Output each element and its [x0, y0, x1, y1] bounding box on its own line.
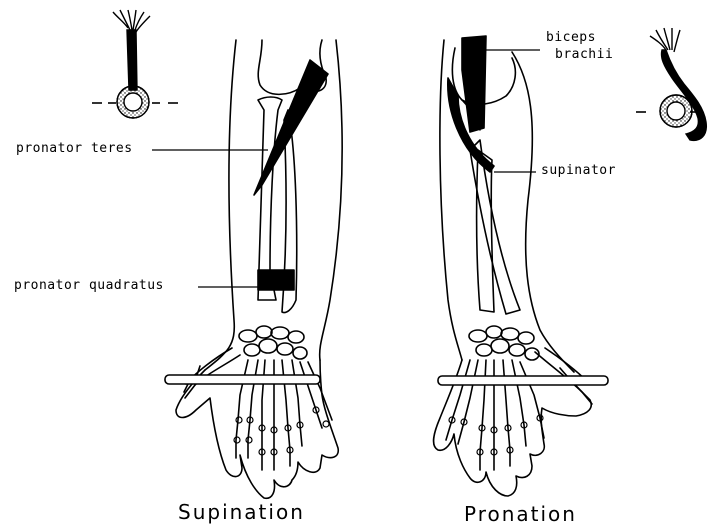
supination-inset [92, 10, 178, 118]
biceps-label-line1: biceps [546, 30, 596, 45]
pronation-caption: Pronation [464, 502, 577, 526]
pronation-rod [438, 376, 608, 385]
supination-caption: Supination [178, 500, 305, 524]
supination-arm [165, 40, 342, 498]
pronator-quadratus-muscle [258, 270, 294, 290]
supinator-label: supinator [541, 163, 616, 178]
pronator-teres-muscle [254, 60, 328, 195]
pronation-arm [434, 36, 608, 496]
supination-carpals [239, 326, 307, 359]
pronator-quadratus-label: pronator quadratus [14, 278, 164, 293]
supination-rod [165, 375, 320, 384]
supination-forearm-outline [205, 40, 236, 370]
pronation-inset [636, 28, 706, 140]
pronator-teres-label: pronator teres [16, 141, 133, 156]
pronation-carpals [469, 326, 539, 360]
biceps-label-line2: brachii [555, 47, 613, 62]
